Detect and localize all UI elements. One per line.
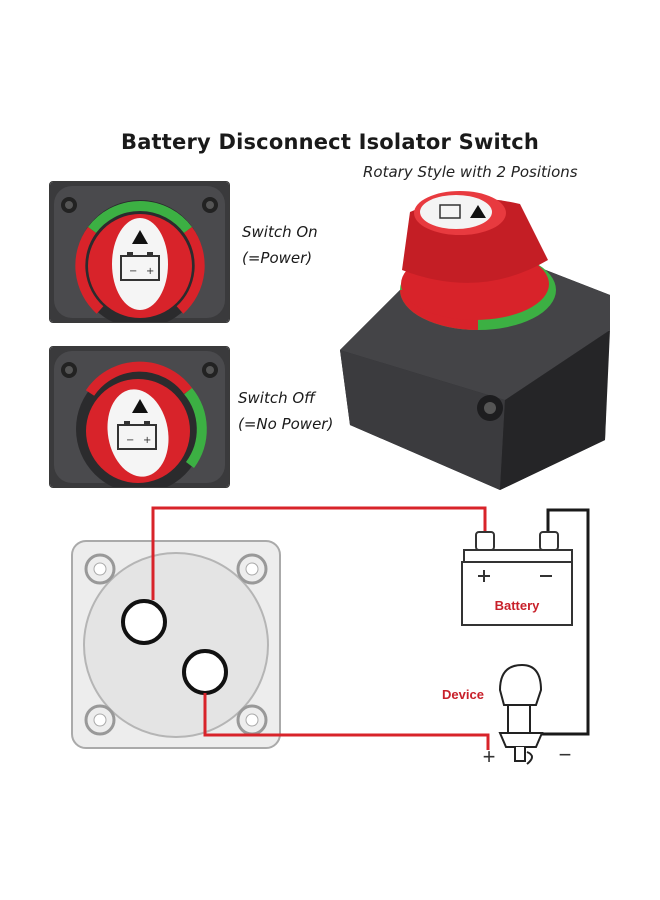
battery-icon <box>461 531 573 626</box>
device-minus-label: − <box>559 742 572 767</box>
svg-text:+: + <box>146 266 154 277</box>
svg-text:+: + <box>143 435 151 446</box>
device-plus-label: + <box>483 744 496 769</box>
positive-wire-device <box>203 693 490 750</box>
switch-on-note: (=Power) <box>242 249 313 267</box>
switch-off-photo: −+ <box>49 346 230 488</box>
isolator-switch-render <box>340 191 610 490</box>
page-subtitle: Rotary Style with 2 Positions <box>363 163 578 181</box>
positive-wire-battery <box>151 506 487 600</box>
switch-on-photo: −+ <box>49 181 230 323</box>
switch-on-title: Switch On <box>242 223 318 241</box>
switch-off-note: (=No Power) <box>238 415 334 433</box>
svg-text:−: − <box>126 435 134 446</box>
device-icon <box>498 663 544 765</box>
switch-on-label: Switch On (=Power) <box>242 219 318 271</box>
svg-text:−: − <box>129 266 137 277</box>
switch-base-top-view <box>71 540 281 749</box>
device-label: Device <box>442 687 484 702</box>
negative-wire <box>540 508 590 736</box>
battery-label: Battery <box>495 598 541 613</box>
switch-off-label: Switch Off (=No Power) <box>238 385 333 437</box>
switch-off-title: Switch Off <box>238 389 315 407</box>
page-title: Battery Disconnect Isolator Switch <box>120 130 539 154</box>
